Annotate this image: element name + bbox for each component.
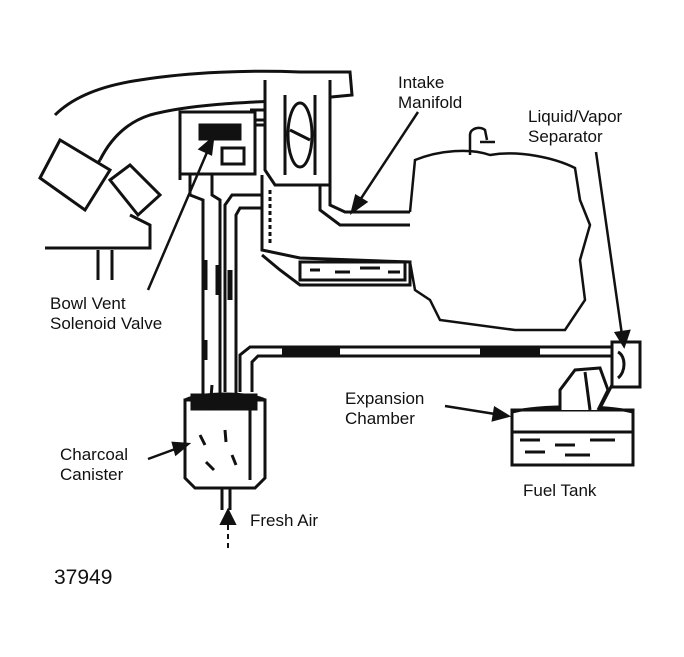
charcoal-canister-label: Charcoal Canister <box>60 445 133 484</box>
vent-hose-carb-to-canister <box>188 175 222 395</box>
figure-number: 37949 <box>54 566 112 589</box>
liquid-vapor-separator <box>610 340 642 389</box>
fuel-tank-label: Fuel Tank <box>523 481 597 500</box>
fresh-air-arrow <box>219 507 237 548</box>
liquid-vapor-separator-label: Liquid/Vapor Separator <box>528 107 627 146</box>
charcoal-canister <box>183 384 267 510</box>
vapor-line <box>238 345 615 392</box>
carburetor-body <box>250 80 332 187</box>
air-cleaner-snorkel <box>38 69 354 280</box>
intake-manifold <box>260 175 412 287</box>
bowl-vent-solenoid-valve-label: Bowl Vent Solenoid Valve <box>50 294 162 333</box>
bowl-vent-solenoid-valve <box>178 110 265 180</box>
fuel-tank <box>510 366 635 467</box>
leader-lines <box>146 111 631 461</box>
fresh-air-label: Fresh Air <box>250 511 318 530</box>
purge-hose <box>223 193 262 392</box>
intake-manifold-label: Intake Manifold <box>398 73 462 112</box>
engine-block <box>408 126 592 332</box>
expansion-chamber-label: Expansion Chamber <box>345 389 429 428</box>
